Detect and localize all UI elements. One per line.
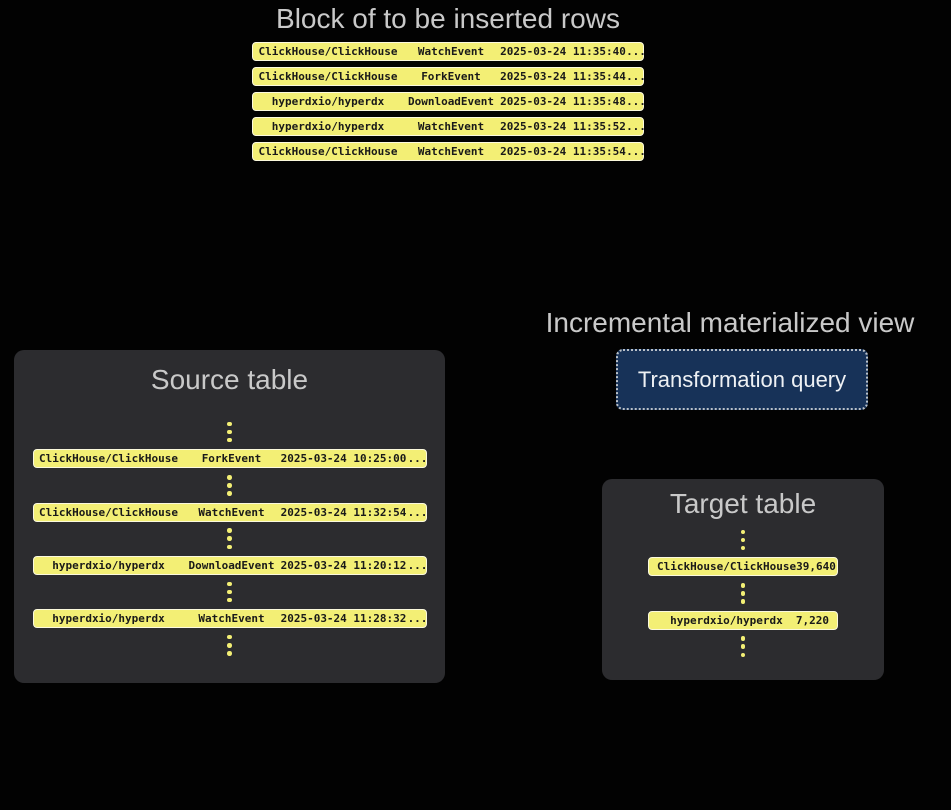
table-row: ClickHouse/ClickHouse WatchEvent 2025-03… bbox=[252, 142, 646, 161]
ellipsis-dots-icon bbox=[227, 633, 232, 657]
row-repo-cell: ClickHouse/ClickHouse bbox=[38, 452, 179, 466]
ellipsis-dots-icon bbox=[740, 528, 746, 552]
table-row: hyperdxio/hyperdx DownloadEvent 2025-03-… bbox=[252, 92, 646, 111]
insert-block: Block of to be inserted rows ClickHouse/… bbox=[252, 2, 646, 167]
row-event-cell: ForkEvent bbox=[421, 70, 481, 83]
row-event-cell: WatchEvent bbox=[417, 145, 485, 158]
row-repo-cell: hyperdxio/hyperdx bbox=[670, 613, 783, 627]
ellipsis-dots-icon bbox=[740, 581, 746, 605]
row-event-cell: DownloadEvent bbox=[188, 558, 275, 572]
row-repo-cell: ClickHouse/ClickHouse bbox=[258, 70, 398, 83]
row-timestamp-cell: 2025-03-24 11:35:40 bbox=[500, 45, 626, 58]
row-repo-cell: hyperdxio/hyperdx bbox=[271, 95, 385, 108]
row-more-cell: ... bbox=[407, 452, 428, 466]
row-timestamp-cell: 2025-03-24 11:35:54 bbox=[500, 145, 626, 158]
row-repo-cell: hyperdxio/hyperdx bbox=[271, 120, 385, 133]
row-more-cell: ... bbox=[626, 145, 646, 158]
row-more-cell: ... bbox=[407, 505, 428, 519]
ellipsis-dots-icon bbox=[740, 635, 746, 659]
row-timestamp-cell: 2025-03-24 11:28:32 bbox=[280, 612, 407, 626]
row-more-cell: ... bbox=[626, 95, 646, 108]
table-row: ClickHouse/ClickHouse WatchEvent 2025-03… bbox=[252, 42, 646, 61]
row-event-cell: WatchEvent bbox=[198, 612, 265, 626]
row-event-cell: WatchEvent bbox=[417, 120, 485, 133]
source-table-title: Source table bbox=[150, 364, 309, 395]
transformation-query-label: Transformation query bbox=[637, 366, 847, 392]
row-more-cell: ... bbox=[407, 612, 428, 626]
source-table-box: Source table ClickHouse/ClickHouse ForkE… bbox=[14, 350, 445, 683]
row-more-cell: ... bbox=[407, 558, 428, 572]
row-more-cell: ... bbox=[626, 45, 646, 58]
insert-block-title: Block of to be inserted rows bbox=[276, 3, 620, 34]
row-timestamp-cell: 2025-03-24 11:35:44 bbox=[500, 70, 626, 83]
ellipsis-dots-icon bbox=[227, 420, 232, 444]
table-row: ClickHouse/ClickHouse WatchEvent 2025-03… bbox=[32, 502, 428, 522]
row-more-cell: ... bbox=[626, 120, 646, 133]
row-count-cell: 39,640 bbox=[796, 560, 836, 574]
row-repo-cell: ClickHouse/ClickHouse bbox=[258, 45, 398, 58]
target-table-box: Target table ClickHouse/ClickHouse 39,64… bbox=[602, 479, 884, 680]
table-row: hyperdxio/hyperdx WatchEvent 2025-03-24 … bbox=[32, 609, 428, 629]
row-repo-cell: ClickHouse/ClickHouse bbox=[258, 145, 398, 158]
table-row: ClickHouse/ClickHouse ForkEvent 2025-03-… bbox=[32, 449, 428, 469]
row-event-cell: WatchEvent bbox=[417, 45, 485, 58]
table-row: hyperdxio/hyperdx DownloadEvent 2025-03-… bbox=[32, 555, 428, 575]
row-repo-cell: ClickHouse/ClickHouse bbox=[38, 505, 179, 519]
materialized-view-title: Incremental materialized view bbox=[545, 307, 915, 338]
row-timestamp-cell: 2025-03-24 11:20:12 bbox=[280, 558, 407, 572]
row-timestamp-cell: 2025-03-24 11:32:54 bbox=[280, 505, 407, 519]
row-timestamp-cell: 2025-03-24 11:35:52 bbox=[500, 120, 626, 133]
row-event-cell: DownloadEvent bbox=[407, 95, 495, 108]
row-count-cell: 7,220 bbox=[795, 613, 829, 627]
row-more-cell: ... bbox=[626, 70, 646, 83]
row-timestamp-cell: 2025-03-24 10:25:00 bbox=[280, 452, 407, 466]
ellipsis-dots-icon bbox=[227, 580, 232, 604]
row-event-cell: ForkEvent bbox=[201, 452, 262, 466]
row-repo-cell: hyperdxio/hyperdx bbox=[52, 612, 165, 626]
row-event-cell: WatchEvent bbox=[198, 505, 265, 519]
ellipsis-dots-icon bbox=[227, 473, 232, 497]
row-timestamp-cell: 2025-03-24 11:35:48 bbox=[500, 95, 626, 108]
ellipsis-dots-icon bbox=[227, 527, 232, 551]
table-row: ClickHouse/ClickHouse ForkEvent 2025-03-… bbox=[252, 67, 646, 86]
table-row: ClickHouse/ClickHouse 39,640 bbox=[648, 557, 838, 577]
row-repo-cell: ClickHouse/ClickHouse bbox=[657, 560, 797, 574]
table-row: hyperdxio/hyperdx 7,220 bbox=[648, 610, 838, 630]
target-table-title: Target table bbox=[669, 488, 817, 519]
transformation-query-box: Transformation query bbox=[616, 349, 868, 410]
row-repo-cell: hyperdxio/hyperdx bbox=[52, 558, 165, 572]
table-row: hyperdxio/hyperdx WatchEvent 2025-03-24 … bbox=[252, 117, 646, 136]
